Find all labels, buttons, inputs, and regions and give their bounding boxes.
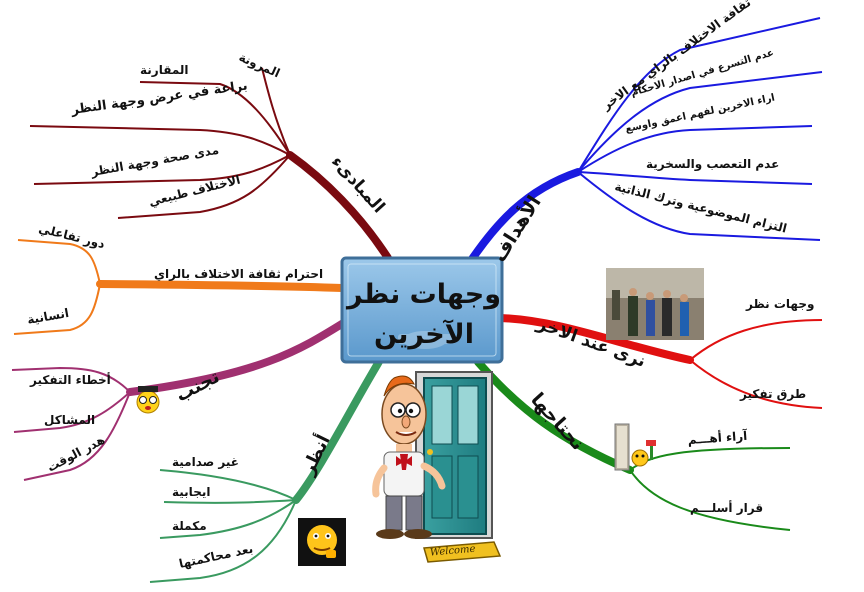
principles-line-5 [117,154,291,219]
avoid-item-2: المشاكل [44,413,95,427]
welcome-mat-text: Welcome [430,544,476,559]
goals-line-1 [577,17,821,173]
goals-line-3 [577,125,813,173]
branch-principles-trunk [286,151,392,262]
people-photo [606,268,704,340]
look-line-1 [159,469,297,501]
thinking-face-icon [136,386,160,414]
principles-item-2: المقارنة [140,63,189,77]
branch-goals [466,17,823,266]
respect-item-1: دور تفاعلي [37,221,106,252]
cartoon-man [372,375,446,539]
look-item-4: بعد محاكمتها [178,542,255,571]
avoid-line-1 [11,366,131,393]
look-line-3 [159,499,297,539]
goals-item-4: عدم التعصب والسخرية [646,157,779,172]
see-item-1: وجهات نظر [745,297,814,312]
avoid-item-1: أخطاء التفكير [29,372,111,387]
goals-line-4 [577,171,813,185]
avoid-line-3 [23,391,131,481]
goals-item-1: ثقافة الاختلاف بالراي مع الاخر [599,0,754,113]
branch-see-trunk [496,314,694,364]
look-item-2: ايجابية [172,485,210,499]
branch-avoid [11,318,349,481]
branch-goals-trunk [466,168,582,266]
avoid-item-3: هدر الوقت [45,433,108,476]
principles-item-1: المرونة [236,50,282,81]
see-item-2: طرق تفكير [739,387,806,401]
look-item-1: غير صدامية [172,455,239,469]
look-line-4 [149,499,297,583]
principles-line-4 [33,154,291,185]
center-title-line2: الآخرين [374,319,474,350]
look-line-2 [163,499,297,504]
need-line-1 [629,447,791,471]
principles-item-5: الاختلاف طبيعي [147,173,241,209]
principles-line-2 [139,81,291,156]
center-title-line1: وجهات نظر [345,279,501,310]
welcome-door-illustration: Welcome [372,371,502,563]
goals-line-2 [577,71,823,173]
see-line-2 [689,359,823,409]
need-line-2 [629,469,791,531]
branch-principles [29,67,392,262]
principles-line-3 [29,125,291,156]
branch-respect-trunk [96,280,346,292]
branch-look [149,356,384,583]
principles-item-3: براعة في عرض وجهة النظر [69,78,248,118]
branch-look-trunk [292,356,384,504]
principles-item-4: مدى صحة وجهة النظر [89,143,220,180]
respect-line-1 [17,239,101,285]
avoid-line-2 [13,391,131,433]
branch-avoid-label: تجنب [172,366,223,406]
see-line-1 [689,319,823,361]
branch-avoid-trunk [126,318,349,396]
branch-see [496,314,823,409]
look-item-3: مكملة [172,519,207,533]
center-node: وجهات نظر الآخرين [340,256,504,364]
respect-line-2 [13,283,101,335]
goals-item-5: التزام الموضوعية وترك الذاتية [613,179,788,236]
branch-principles-label: المبادىء [327,152,389,217]
thinking-emoji-icon [298,518,346,566]
need-item-2: قرار أسلـــم [690,500,763,515]
branch-respect-label: احترام ثقافة الاختلاف بالراي [154,267,323,282]
door-peek-icon [614,423,656,471]
branch-respect [13,239,346,335]
handshake-icon [398,331,452,349]
goals-line-5 [577,171,821,241]
need-item-1: آراء أهـــم [687,428,748,447]
principles-line-1 [261,67,291,156]
respect-item-2: انسانية [26,306,70,327]
